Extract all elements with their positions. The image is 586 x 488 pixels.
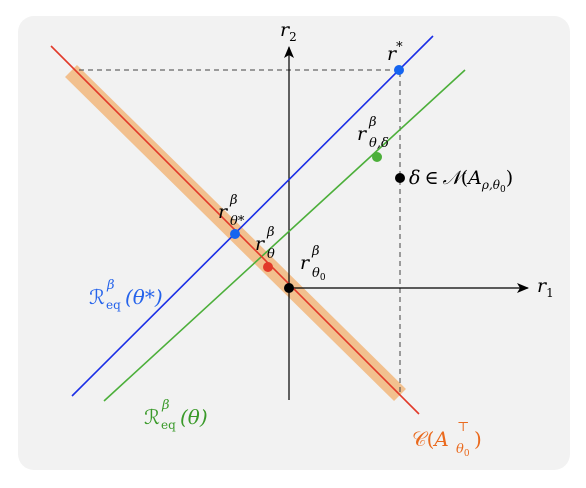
label-range-close: ) bbox=[474, 427, 482, 451]
y-axis-label-base: r bbox=[280, 19, 291, 41]
x-axis-label: r1 bbox=[537, 275, 554, 300]
label-req-theta-star-script: ℛ bbox=[89, 285, 105, 309]
y-axis-label-sub: 2 bbox=[289, 30, 297, 44]
label-r-theta-sub: θ bbox=[267, 247, 275, 262]
label-r-theta0-base: r bbox=[300, 252, 311, 274]
point-r-theta0 bbox=[284, 283, 294, 293]
label-delta-argsubsub: 0 bbox=[500, 185, 506, 195]
label-r-theta0-sub: θ0 bbox=[312, 266, 326, 283]
label-r-theta-base: r bbox=[255, 233, 266, 255]
label-range-sub: θ0 bbox=[456, 442, 470, 459]
label-r-theta0-sub-sub: 0 bbox=[320, 273, 326, 283]
label-delta-arg: A bbox=[466, 167, 482, 189]
label-r-theta-delta-sup: β bbox=[368, 115, 377, 130]
y-axis-label: r2 bbox=[280, 19, 297, 44]
label-delta-rel: ∈ bbox=[424, 167, 438, 189]
label-req-theta-star-arg: (θ*) bbox=[125, 285, 163, 309]
label-r-theta-delta-base: r bbox=[357, 123, 368, 145]
line-req-theta-star bbox=[71, 35, 434, 397]
label-r-theta-star-sup: β bbox=[229, 193, 238, 208]
label-r-theta-star-base: r bbox=[218, 201, 229, 223]
label-req-theta-star-sup: β bbox=[106, 278, 115, 293]
label-r-theta0-sup: β bbox=[311, 244, 320, 259]
label-r-star-sup: * bbox=[396, 40, 403, 55]
label-delta-open: ( bbox=[461, 167, 468, 189]
label-range-script: 𝒞 bbox=[412, 427, 429, 451]
label-range-open: ( bbox=[427, 427, 435, 451]
label-range-sup: ⊤ bbox=[457, 420, 469, 435]
label-delta-close: ) bbox=[506, 167, 513, 189]
point-r-theta bbox=[263, 262, 273, 272]
label-r-star-base: r bbox=[387, 43, 398, 65]
label-req-theta-star-sub: eq bbox=[106, 298, 121, 312]
label-r-theta-delta-sub: θ,δ bbox=[369, 136, 389, 151]
x-axis-label-sub: 1 bbox=[546, 286, 554, 300]
label-req-theta-script: ℛ bbox=[144, 405, 160, 429]
label-req-theta-sub: eq bbox=[161, 418, 176, 432]
label-range: 𝒞(A bbox=[412, 427, 449, 451]
point-r-theta-delta bbox=[372, 152, 382, 162]
label-delta-argsub: ρ,θ bbox=[481, 178, 501, 192]
label-range-sub-main: θ bbox=[456, 442, 464, 457]
point-r-theta-star bbox=[230, 229, 240, 239]
label-r-star: r* bbox=[387, 40, 403, 65]
label-delta: δ∈𝒩(Aρ,θ0) bbox=[409, 167, 513, 195]
label-r-theta-sup: β bbox=[266, 225, 275, 240]
label-req-theta-sup: β bbox=[161, 398, 170, 413]
label-delta-lhs: δ bbox=[409, 167, 420, 189]
label-r-theta0-sub-main: θ bbox=[312, 266, 320, 281]
label-range-base: A bbox=[432, 427, 448, 451]
label-r-theta-star-sub: θ* bbox=[230, 214, 245, 229]
line-req-theta bbox=[103, 69, 466, 402]
x-axis-label-base: r bbox=[537, 275, 548, 297]
point-delta bbox=[395, 173, 405, 183]
point-r-star bbox=[394, 65, 404, 75]
label-delta-set: 𝒩 bbox=[443, 167, 467, 189]
label-req-theta-arg: (θ) bbox=[180, 405, 208, 429]
background-panel bbox=[18, 16, 570, 470]
label-range-sub-sub: 0 bbox=[464, 449, 470, 459]
